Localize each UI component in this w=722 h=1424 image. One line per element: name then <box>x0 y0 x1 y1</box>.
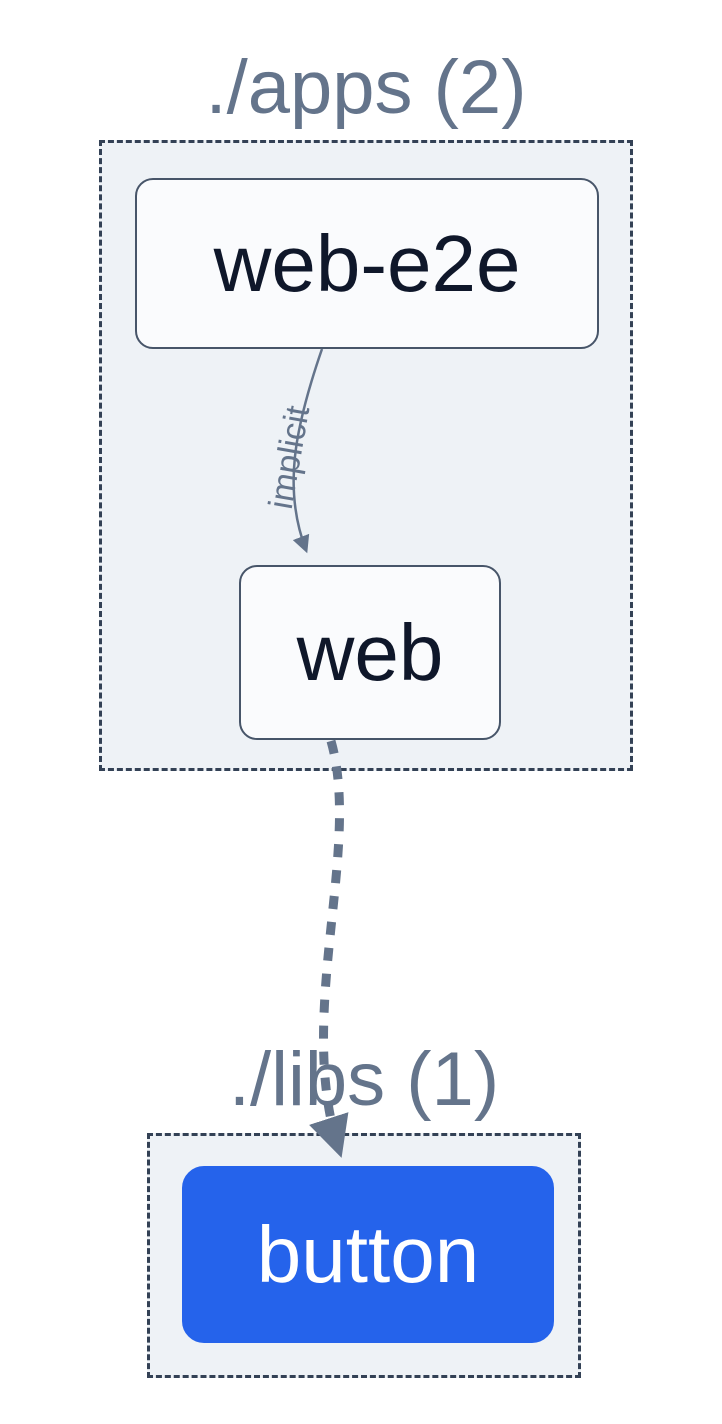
node-web[interactable]: web <box>239 565 501 740</box>
group-apps: web-e2e web <box>99 140 633 771</box>
node-label-button: button <box>256 1209 480 1299</box>
node-label-web-e2e: web-e2e <box>213 218 521 308</box>
group-libs: button <box>147 1133 581 1378</box>
group-label-libs: ./libs (1) <box>228 1037 500 1122</box>
node-label-web: web <box>296 607 444 697</box>
node-web-e2e[interactable]: web-e2e <box>135 178 599 349</box>
node-button[interactable]: button <box>182 1166 554 1343</box>
group-label-apps: ./apps (2) <box>205 45 527 130</box>
